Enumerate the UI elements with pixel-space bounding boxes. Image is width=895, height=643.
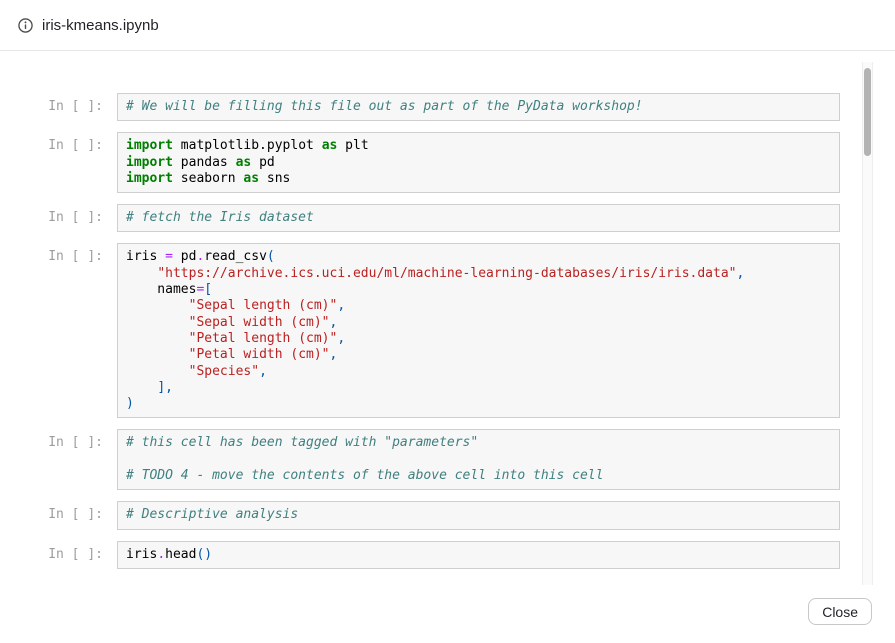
cell-code: # fetch the Iris dataset	[117, 204, 840, 233]
dialog-footer: Close	[0, 585, 895, 643]
cell-code: import matplotlib.pyplot as plt import p…	[117, 132, 840, 194]
cell-code: # We will be filling this file out as pa…	[117, 93, 840, 122]
scrollbar-thumb[interactable]	[864, 68, 871, 156]
cell-code: iris.head()	[117, 540, 840, 569]
dialog-title: iris-kmeans.ipynb	[42, 16, 159, 34]
info-icon	[18, 17, 33, 33]
cell-code: # this cell has been tagged with "parame…	[117, 429, 840, 491]
cell-prompt: In [ ]:	[48, 507, 103, 523]
cell-code: iris = pd.read_csv( "https://archive.ics…	[117, 243, 840, 419]
cell-prompt: In [ ]:	[48, 435, 103, 451]
cell-prompt: In [ ]:	[48, 546, 103, 562]
notebook-cell: In [ ]: iris.head()	[0, 540, 840, 569]
cell-prompt: In [ ]:	[48, 99, 103, 114]
notebook-cells: In [ ]: # We will be filling this file ou…	[0, 52, 862, 590]
notebook-cell: In [ ]: iris = pd.read_csv( "https://arch…	[0, 243, 840, 419]
cell-prompt: In [ ]:	[48, 138, 103, 154]
notebook-cell: In [ ]: # this cell has been tagged with …	[0, 429, 840, 491]
dialog-header: iris-kmeans.ipynb	[0, 0, 895, 51]
notebook-cell: In [ ]: import matplotlib.pyplot as plt i…	[0, 132, 840, 194]
cell-prompt: In [ ]:	[48, 210, 103, 226]
cell-code: # Descriptive analysis	[117, 501, 840, 530]
notebook-scroll-area[interactable]: In [ ]: # We will be filling this file ou…	[0, 52, 862, 590]
notebook-cell: In [ ]: # We will be filling this file ou…	[0, 93, 840, 122]
notebook-cell: In [ ]: # Descriptive analysis	[0, 501, 840, 530]
scrollbar-track[interactable]	[862, 62, 873, 585]
notebook-cell: In [ ]: # fetch the Iris dataset	[0, 204, 840, 233]
cell-prompt: In [ ]:	[48, 249, 103, 265]
close-button[interactable]: Close	[808, 598, 872, 625]
